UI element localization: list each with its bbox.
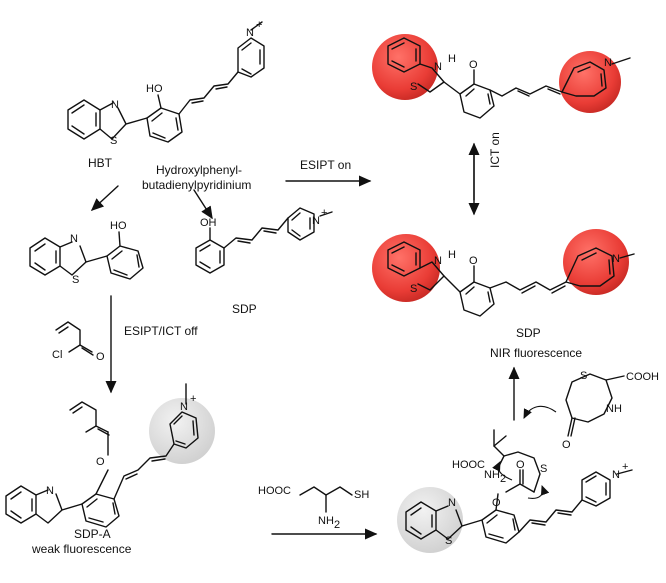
atom-s-int: S [540,463,547,475]
atom-o-sdp-right: O [469,255,478,267]
charge-plus-sdpa: + [190,393,196,405]
atom-o-top: O [469,59,478,71]
label-nir-fluorescence: NIR fluorescence [490,346,583,360]
atom-nh2-int: NH [484,469,500,481]
cysteine-structure [299,486,353,513]
label-name-line2: butadienylpyridinium [142,178,252,192]
label-sdp-mid: SDP [232,302,257,316]
atom-o-acryloyl: O [96,351,105,363]
label-sdp-right: SDP [516,326,541,340]
atom-h-top: H [448,53,456,65]
atom-o-lactam: O [562,439,571,451]
grey-highlight-benzothiazole-product [397,487,463,553]
atom-sh-cys: SH [354,489,369,501]
lactam-structure [565,373,625,437]
sdp-structure [195,207,333,274]
subscript-2-int: 2 [500,473,506,485]
atom-s2-int: S [445,535,452,547]
acryloyl-chloride-structure [55,321,94,356]
label-name-line1: Hydroxylphenyl- [156,163,243,177]
atom-n-hbt-small: N [70,233,78,245]
atom-nplus-sdpa: N [180,401,188,413]
atom-n-pyr-sdp-right: N [612,253,620,265]
subscript-2-cys: 2 [334,519,340,531]
hbt-dye-structure [67,21,265,143]
arrow-to-sdp [193,189,213,220]
label-ict-on: ICT on [488,132,502,168]
atom-n-sdpa: N [46,485,54,497]
atom-nh-lactam: NH [606,403,622,415]
arrow-to-hbt-small [90,185,119,211]
label-sdpa: SDP-A [74,527,111,541]
red-highlight-pyridinium-top [559,51,621,113]
atom-oh-sdp: OH [200,217,217,229]
charge-plus-sdp: + [321,207,327,219]
label-weak-fluorescence: weak fluorescence [32,542,132,556]
esipt-structure-top [387,37,631,119]
grey-highlight-pyridinium-sdpa [149,398,215,464]
atom-h-sdp-right: H [448,249,456,261]
atom-hooc-int: HOOC [452,459,485,471]
atom-ho-hbt: HO [146,83,163,95]
atom-nh2-cys: NH [318,515,334,527]
arrow-release [523,405,557,419]
sdp-structure-right [387,241,635,317]
atom-n-hbt: N [111,99,119,111]
label-esipt-on: ESIPT on [300,158,352,172]
hbt-small-structure [29,231,144,280]
label-esipt-ict-off: ESIPT/ICT off [124,324,198,338]
atom-o2-int: O [516,459,525,471]
atom-s-hbt-small: S [72,274,79,286]
sdp-a-structure [5,383,199,528]
charge-plus-hbt: + [256,19,262,31]
atom-s-sdp-right: S [410,283,417,295]
atom-n-pyr-top: N [604,57,612,69]
red-highlight-pyridinium-sdp [563,229,629,295]
atom-nplus-sdp: N [312,215,320,227]
atom-s-hbt: S [110,135,117,147]
atom-o-sdpa-ester: O [96,456,105,468]
atom-hooc-cys: HOOC [258,485,291,497]
label-hbt: HBT [88,156,112,170]
atom-cooh-lactam: COOH [626,371,659,383]
atom-s-lactam: S [580,370,587,382]
atom-n-sdp-right: N [434,255,442,267]
atom-nplus-hbt: N [246,27,254,39]
atom-ho-hbt-small: HO [110,220,127,232]
atom-n-int: N [448,497,456,509]
atom-cl: Cl [52,349,62,361]
atom-o-int: O [492,497,501,509]
charge-plus-int: + [622,461,628,473]
atom-nplus-int: N [612,469,620,481]
intermediate-structure [405,429,633,544]
atom-n-top: N [434,61,442,73]
red-highlight-benzothiazole-sdp [372,234,440,302]
atom-s-top: S [410,81,417,93]
